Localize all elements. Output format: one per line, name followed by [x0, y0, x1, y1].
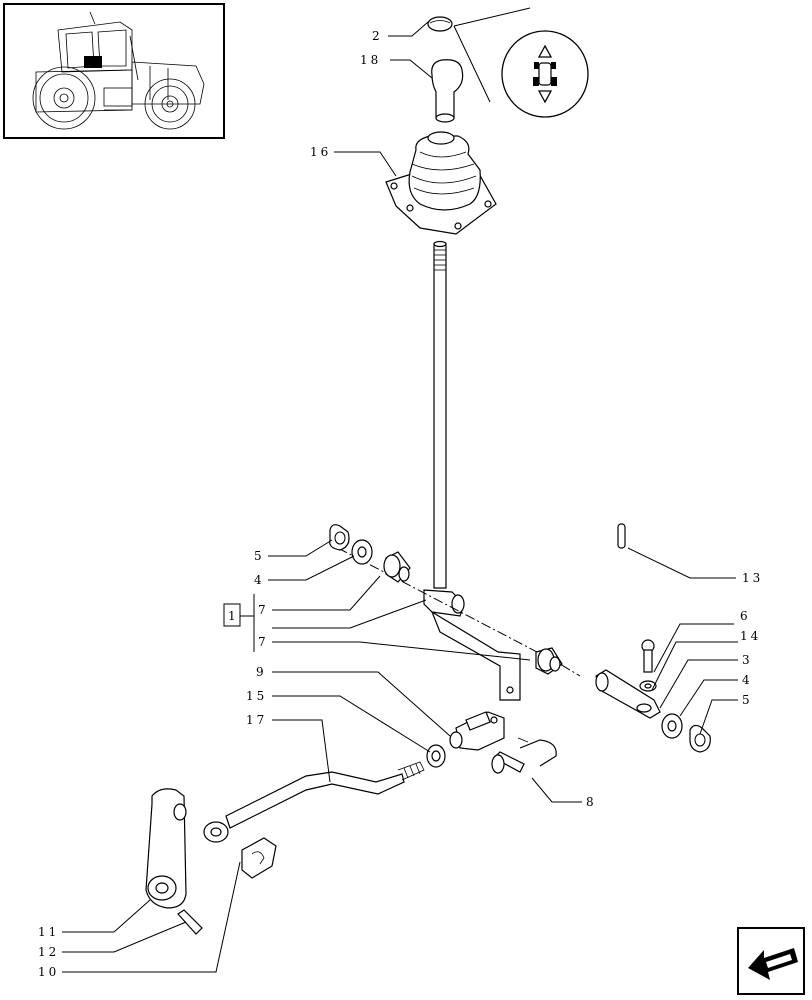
callout-11: 11: [38, 925, 59, 939]
part-lever-rod: [423, 240, 521, 701]
reference-box: [223, 603, 241, 627]
callout-2: 2: [372, 29, 383, 43]
part-spring-clip: [241, 837, 277, 879]
assembly-centerline: [337, 547, 581, 677]
callout-9: 9: [256, 665, 267, 679]
part-small-washer: [639, 680, 657, 692]
part-lower-lever: [145, 788, 187, 909]
callout-4: 4: [742, 673, 753, 687]
part-pin-13: [617, 523, 626, 549]
forward-reverse-shuttle-icon: [501, 30, 589, 118]
callout-13: 13: [742, 571, 763, 585]
part-knob: [431, 59, 464, 123]
part-clevis: [449, 711, 505, 751]
callout-5: 5: [254, 549, 265, 563]
part-bushing-right: [535, 647, 563, 675]
part-cap: [427, 16, 453, 32]
next-page-arrow-icon: [748, 948, 798, 980]
part-bracket: [595, 669, 661, 719]
leader-lines: [62, 7, 738, 973]
callout-4: 4: [254, 573, 265, 587]
callout-18: 18: [360, 53, 381, 67]
callout-5: 5: [742, 693, 753, 707]
callout-8: 8: [586, 795, 597, 809]
part-bolt: [641, 639, 655, 673]
callout-16: 16: [310, 145, 331, 159]
part-washer-left: [351, 539, 373, 565]
part-spacer-washer: [426, 744, 446, 768]
callout-10: 10: [38, 965, 59, 979]
part-clip-pin: [491, 737, 557, 774]
part-control-rod: [203, 761, 425, 843]
part-gaiter-boot: [385, 131, 497, 235]
tractor-thumbnail: [3, 3, 225, 139]
callout-14: 14: [740, 629, 761, 643]
callout-labels: 2 18 16 13 5 4 7 1 7 6 14 3 4 5 9 15 17 …: [38, 29, 763, 979]
callout-7: 7: [258, 603, 269, 617]
callout-1: 1: [228, 609, 239, 623]
part-roll-pin: [177, 909, 203, 935]
thumbnail-marker: [84, 56, 102, 68]
part-circlip-right: [689, 724, 711, 753]
callout-7: 7: [258, 635, 269, 649]
callout-6: 6: [740, 609, 751, 623]
next-page-arrow-button[interactable]: [737, 927, 805, 995]
part-washer-right: [661, 713, 683, 739]
part-bushing-left: [383, 551, 411, 583]
callout-3: 3: [742, 653, 753, 667]
callout-17: 17: [246, 713, 267, 727]
callout-12: 12: [38, 945, 59, 959]
callout-15: 15: [246, 689, 267, 703]
part-circlip-left: [329, 524, 350, 551]
